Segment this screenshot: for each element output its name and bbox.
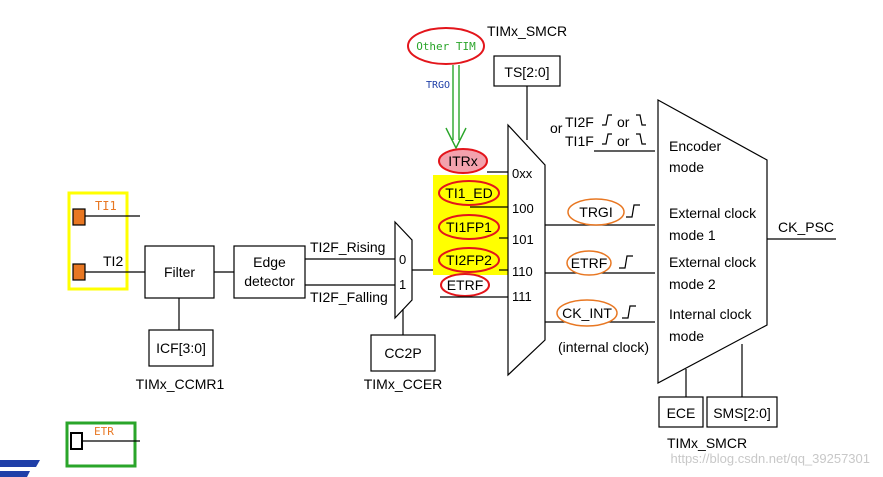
enc-or-3: or <box>617 133 630 149</box>
sms-register <box>706 396 778 428</box>
code-0xx: 0xx <box>512 166 533 181</box>
ti1-ed-label: TI1_ED <box>445 185 492 201</box>
edge-label-1: Edge <box>253 254 286 270</box>
ti1f-fall-icon <box>636 133 646 145</box>
etr-frame <box>65 421 137 468</box>
ti2f-falling-label: TI2F_Falling <box>310 289 388 305</box>
ck-int-oval <box>556 299 618 327</box>
icf-register <box>148 329 214 367</box>
mode-2-line1: External clock <box>669 254 757 270</box>
ck-psc-label: CK_PSC <box>778 219 834 235</box>
mux1-sel0: 0 <box>399 252 406 267</box>
ti1-pin <box>72 208 86 226</box>
polarity-mux <box>394 220 413 320</box>
trgi-label: TRGI <box>579 204 612 220</box>
code-101: 101 <box>512 232 534 247</box>
internal-clock-label: (internal clock) <box>558 339 649 355</box>
ti1f-rise-icon <box>602 133 612 145</box>
ece-register <box>658 396 704 428</box>
mode-0-line1: Encoder <box>669 138 721 154</box>
code-111: 111 <box>512 289 532 304</box>
enc-ti1f: TI1F <box>565 133 594 149</box>
trigger-mux <box>507 123 546 377</box>
smcr-top-label: TIMx_SMCR <box>487 23 567 39</box>
etrf-signal-oval <box>566 250 612 276</box>
ck-int-label: CK_INT <box>562 305 612 321</box>
mode-0-line2: mode <box>669 159 704 175</box>
enc-ti2f: TI2F <box>565 114 594 130</box>
trgi-oval <box>567 198 625 226</box>
cc2p-label: CC2P <box>384 345 421 361</box>
ti2fp2-oval <box>438 247 500 273</box>
itrx-label: ITRx <box>448 153 478 169</box>
smcr-bottom-label: TIMx_SMCR <box>667 435 747 451</box>
etrf-edge-icon <box>619 255 633 269</box>
ti2f-rising-label: TI2F_Rising <box>310 239 385 255</box>
other-tim-oval <box>407 27 485 65</box>
etr-label: ETR <box>94 425 114 438</box>
input-pins-frame <box>67 191 129 291</box>
etrf-label: ETRF <box>447 277 484 293</box>
ti2-pin <box>72 263 86 281</box>
itrx-oval <box>438 148 488 174</box>
ts-label: TS[2:0] <box>504 64 549 80</box>
edge-label-2: detector <box>244 273 295 289</box>
cc2p-register <box>370 334 436 372</box>
ti1-ed-oval <box>438 180 500 206</box>
ti1fp1-label: TI1FP1 <box>446 219 492 235</box>
ti2-label: TI2 <box>103 253 123 269</box>
icf-label: ICF[3:0] <box>156 340 206 356</box>
mode-1-line1: External clock <box>669 205 757 221</box>
ti1-label: TI1 <box>95 199 117 213</box>
ccer-label: TIMx_CCER <box>364 376 443 392</box>
ti2f-fall-icon <box>636 114 646 126</box>
etrf-oval <box>440 273 490 297</box>
code-100: 100 <box>512 201 534 216</box>
logo-fragment <box>0 460 40 467</box>
edge-detector-block <box>233 245 306 299</box>
enc-or-1: or <box>550 120 563 136</box>
mode-3-line2: mode <box>669 328 704 344</box>
ck-int-edge-icon <box>622 305 636 319</box>
other-tim-label: Other TIM <box>416 40 476 53</box>
filter-label: Filter <box>164 264 195 280</box>
ece-label: ECE <box>667 405 696 421</box>
etr-pin <box>70 432 83 450</box>
filter-block <box>144 245 215 299</box>
ts-register <box>493 55 561 87</box>
sms-label: SMS[2:0] <box>713 405 771 421</box>
mode-2-line2: mode 2 <box>669 276 716 292</box>
ti2fp2-label: TI2FP2 <box>446 252 492 268</box>
mux1-sel1: 1 <box>399 277 406 292</box>
mode-1-line2: mode 1 <box>669 227 716 243</box>
trgi-edge-icon <box>626 204 640 218</box>
ti2f-rise-icon <box>602 114 612 126</box>
ccmr1-label: TIMx_CCMR1 <box>136 376 225 392</box>
code-110: 110 <box>512 264 533 279</box>
trgo-arrow <box>445 127 467 150</box>
mode-3-line1: Internal clock <box>669 306 752 322</box>
ti1fp1-oval <box>438 214 500 240</box>
trgo-label: TRGO <box>426 80 450 91</box>
enc-or-2: or <box>617 114 630 130</box>
etrf-signal-label: ETRF <box>571 255 608 271</box>
mode-selector <box>657 98 768 384</box>
watermark: https://blog.csdn.net/qq_39257301 <box>671 451 871 466</box>
